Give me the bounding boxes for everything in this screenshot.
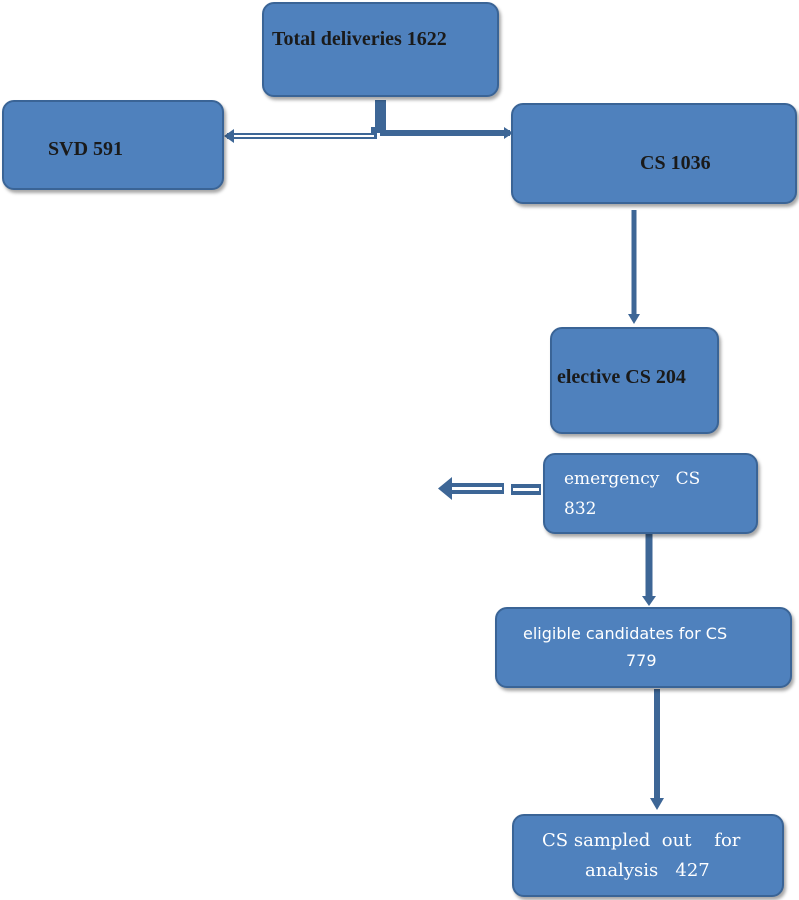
arrowhead-svd [224,129,234,143]
node-emergency-cs-label-line1: emergency CS [564,469,701,489]
node-elective-cs-label: elective CS 204 [557,366,686,388]
connector-cs-to-elective [628,210,640,324]
node-emergency-cs-label-line2: 832 [564,499,597,519]
connector-total-to-svd [224,100,381,143]
node-total-deliveries-label: Total deliveries 1622 [272,28,447,50]
connector-emergency-to-eligible [642,533,656,606]
connector-emergency-left [438,477,541,500]
node-eligible-candidates-label-line2: 779 [626,651,657,670]
node-svd-label: SVD 591 [48,138,124,160]
arrowhead-left [438,477,452,500]
node-cs-sampled [512,814,784,897]
node-total-deliveries [262,2,499,97]
node-eligible-candidates-label-line1: eligible candidates for CS [523,624,728,643]
connector-total-to-cs [380,100,513,139]
node-emergency-cs [543,453,758,534]
node-cs-sampled-label-line1: CS sampled out for [542,830,741,851]
node-elective-cs [550,327,719,434]
arrowhead-elective [628,314,640,324]
node-eligible-candidates [495,607,792,688]
node-cs-label: CS 1036 [640,152,711,174]
connector-eligible-to-sampled [650,689,664,810]
node-cs-sampled-label-line2: analysis 427 [585,860,710,881]
node-cs [511,103,797,204]
node-svd [2,100,224,190]
